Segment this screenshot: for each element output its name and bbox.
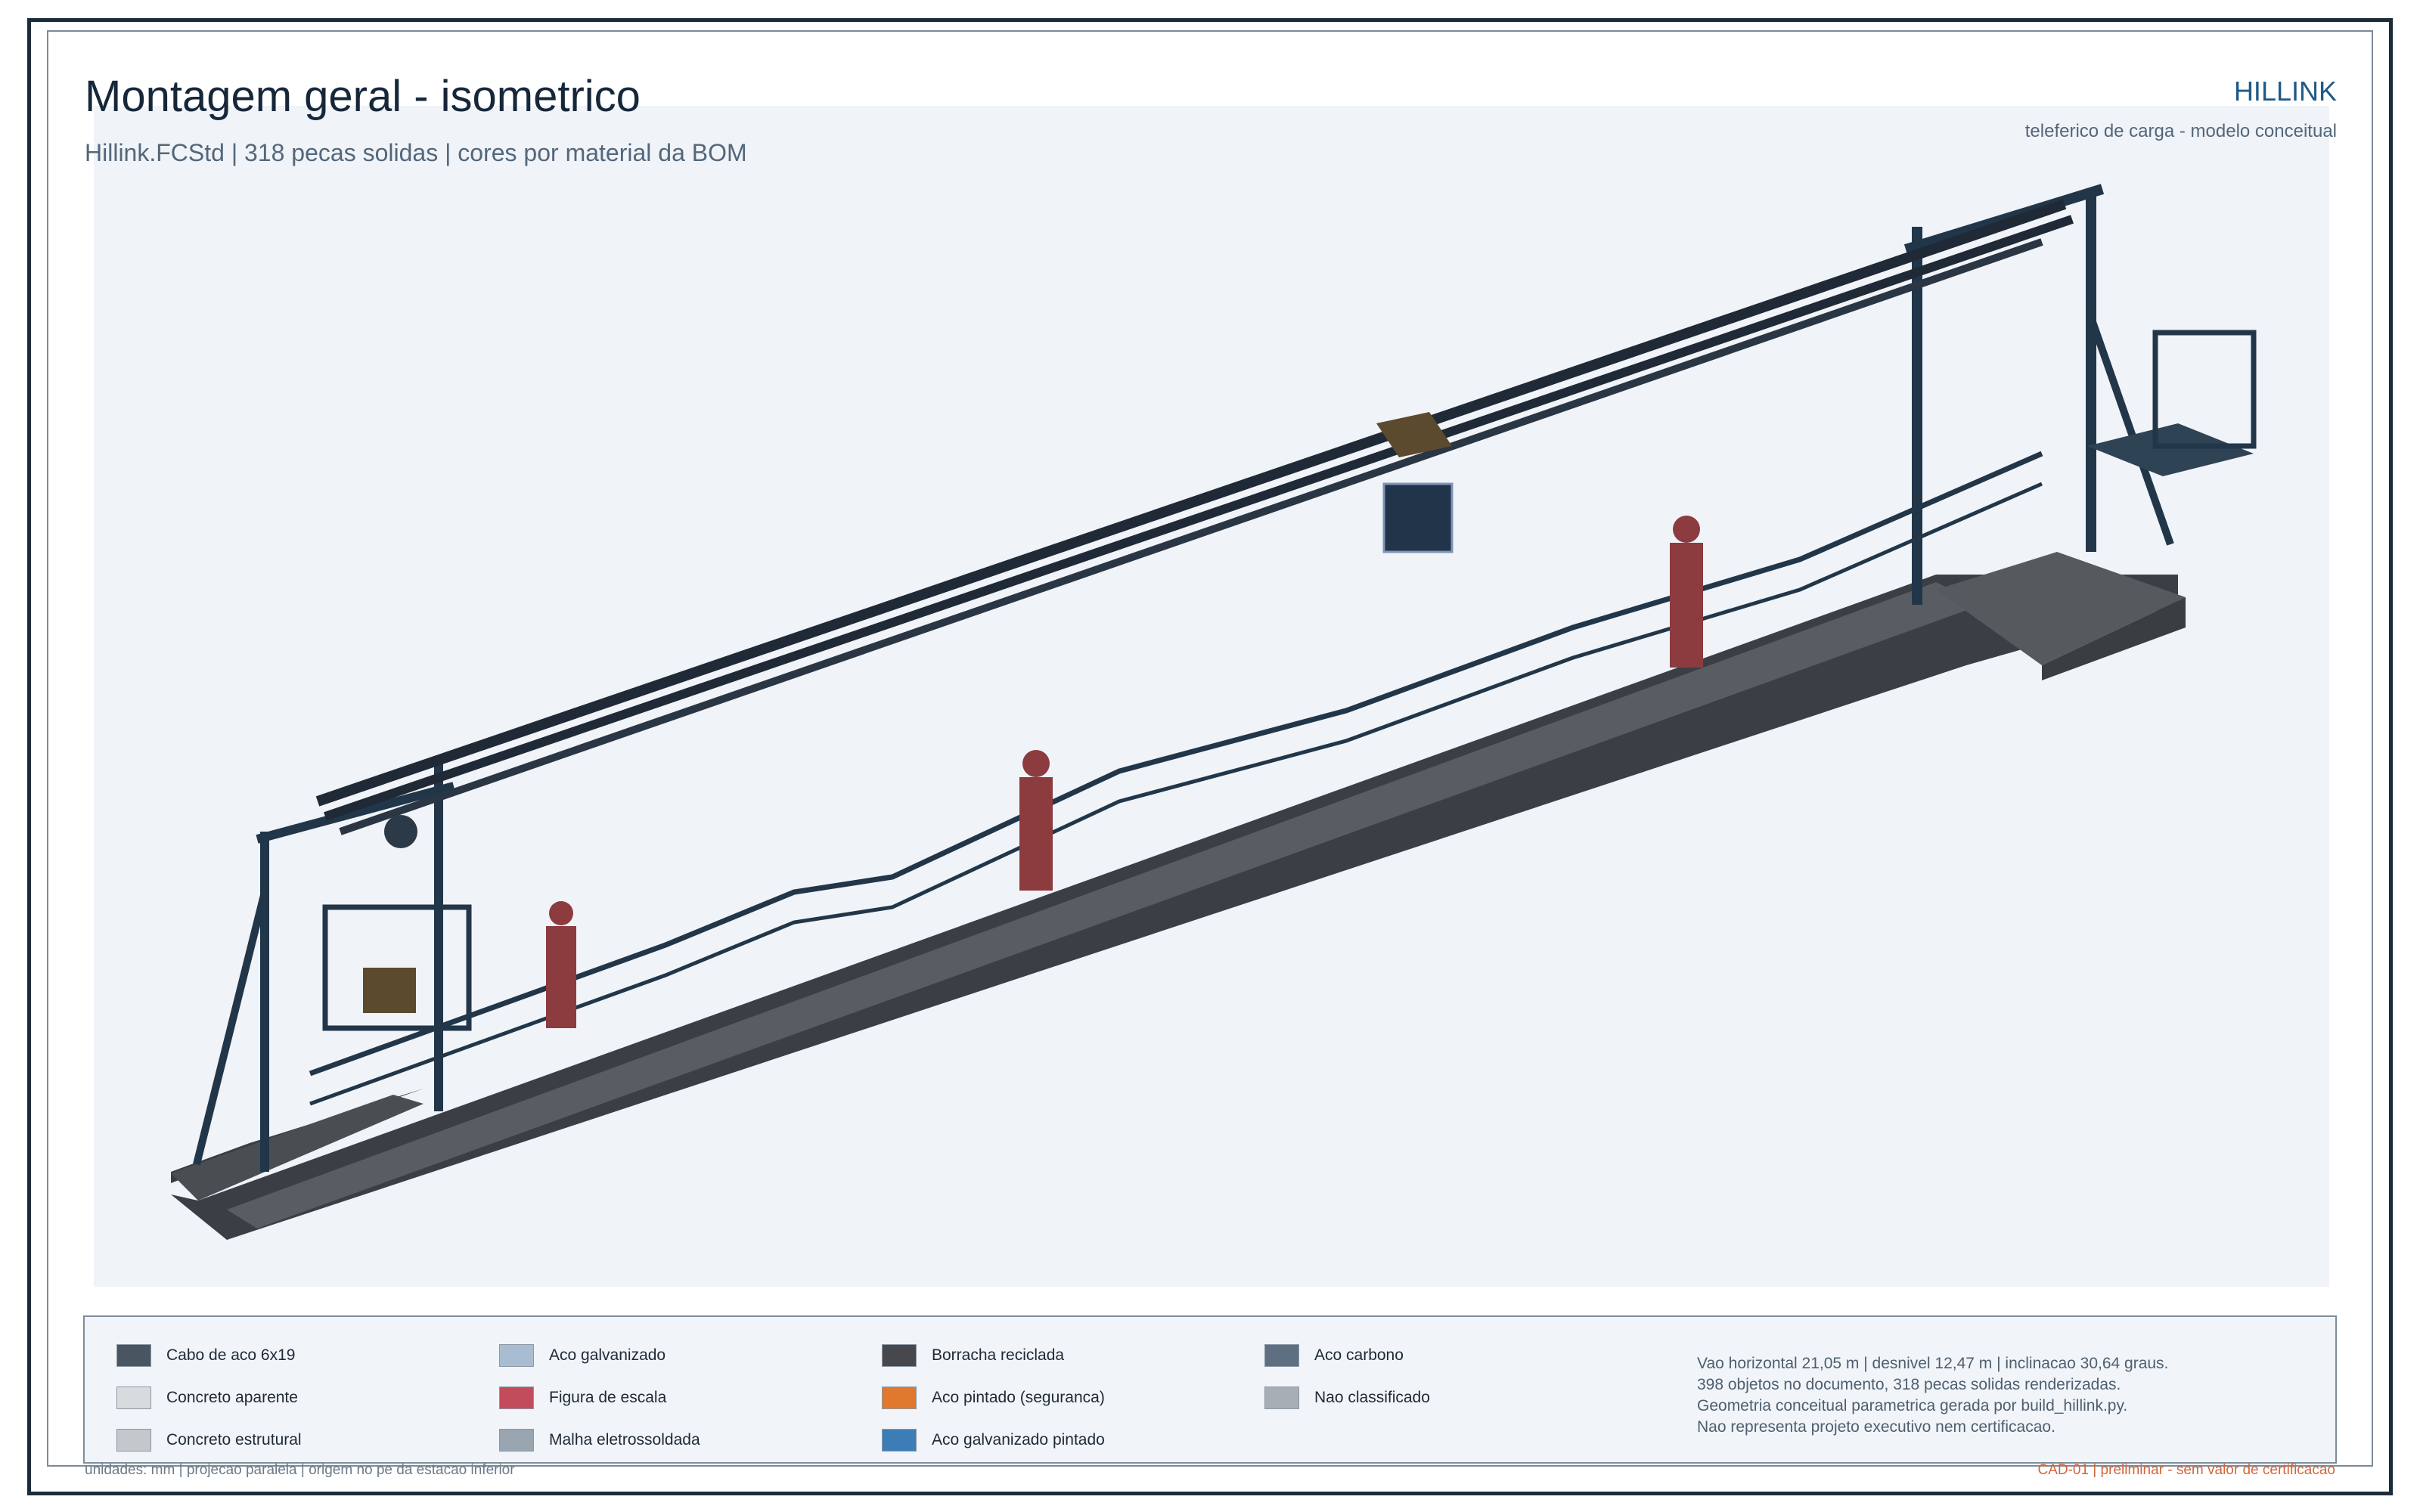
legend-item: Aco pintado (seguranca) — [882, 1385, 1105, 1411]
sheet-subtitle: Hillink.FCStd | 318 pecas solidas | core… — [85, 139, 747, 166]
legend-item: Concreto estrutural — [116, 1427, 302, 1453]
upper-station-slab-side — [2042, 597, 2186, 680]
legend-swatch — [1264, 1387, 1299, 1409]
legend-label: Aco galvanizado pintado — [932, 1431, 1105, 1448]
legend-item: Aco carbono — [1264, 1343, 1404, 1368]
lower-sheave — [384, 815, 417, 848]
handrail-mid — [309, 482, 2043, 1106]
legend-swatch — [499, 1387, 534, 1409]
lower-station-slab-top — [171, 1095, 424, 1201]
scale-figure-2 — [1019, 750, 1053, 891]
legend-swatch — [116, 1344, 151, 1367]
note-line: Nao representa projeto executivo nem cer… — [1697, 1418, 2055, 1436]
legend-item: Malha eletrossoldada — [499, 1427, 700, 1453]
material-legend: Cabo de aco 6x19 Concreto aparente Concr… — [83, 1315, 2337, 1464]
legend-label: Concreto aparente — [166, 1389, 298, 1406]
brand-name: HILLINK — [2233, 76, 2337, 107]
isometric-viewport[interactable] — [94, 106, 2329, 1287]
legend-label: Malha eletrossoldada — [549, 1431, 700, 1448]
note-line: Vao horizontal 21,05 m | desnivel 12,47 … — [1697, 1355, 2169, 1372]
brand-subtitle: teleferico de carga - modelo conceitual — [2024, 121, 2337, 141]
legend-label: Aco pintado (seguranca) — [932, 1389, 1105, 1406]
upper-operator-platform — [2087, 423, 2254, 476]
legend-label: Borracha reciclada — [932, 1346, 1065, 1364]
note-line: Geometria conceitual parametrica gerada … — [1697, 1397, 2128, 1414]
carriage-trolley — [1376, 412, 1452, 457]
legend-label: Aco galvanizado — [549, 1346, 666, 1364]
footer-units: unidades: mm | projecao paralela | orige… — [85, 1462, 515, 1478]
legend-notes: Vao horizontal 21,05 m | desnivel 12,47 … — [1697, 1353, 2168, 1438]
upper-station-slab — [1936, 552, 2186, 665]
legend-label: Aco carbono — [1314, 1346, 1404, 1364]
track-cable — [339, 238, 2043, 835]
winch-housing — [363, 968, 416, 1013]
scale-figure-3 — [1670, 516, 1703, 668]
sheet-outer-frame — [27, 18, 2393, 1495]
scale-figure-1 — [546, 901, 576, 1028]
upper-mast-brace — [2087, 316, 2174, 546]
stair-deck-top — [227, 582, 1981, 1228]
haul-cable-1 — [315, 199, 2067, 807]
legend-swatch — [882, 1429, 917, 1452]
legend-label: Figura de escala — [549, 1389, 667, 1406]
legend-item: Nao classificado — [1264, 1385, 1430, 1411]
cargo-basket — [1382, 482, 1454, 553]
upper-platform-rail — [2152, 330, 2257, 449]
legend-swatch — [499, 1344, 534, 1367]
lower-operator-platform — [322, 904, 472, 1031]
legend-swatch — [882, 1344, 917, 1367]
legend-label: Cabo de aco 6x19 — [166, 1346, 296, 1364]
handrail-top — [309, 451, 2043, 1077]
legend-item: Aco galvanizado pintado — [882, 1427, 1105, 1453]
legend-swatch — [116, 1387, 151, 1409]
cable-car-model — [171, 184, 2257, 1240]
legend-swatch — [1264, 1344, 1299, 1367]
legend-item: Cabo de aco 6x19 — [116, 1343, 295, 1368]
legend-item: Figura de escala — [499, 1385, 666, 1411]
sheet-title: Montagem geral - isometrico — [85, 72, 641, 121]
lower-mast-brace — [193, 891, 268, 1166]
sheet-inner-frame — [47, 30, 2373, 1467]
legend-label: Concreto estrutural — [166, 1431, 302, 1448]
legend-swatch — [882, 1387, 917, 1409]
note-line: 398 objetos no documento, 318 pecas soli… — [1697, 1376, 2121, 1393]
legend-swatch — [499, 1429, 534, 1452]
legend-label: Nao classificado — [1314, 1389, 1430, 1406]
lower-crossbeam — [256, 782, 455, 844]
footer-revision: CAD-01 | preliminar - sem valor de certi… — [2037, 1462, 2335, 1478]
haul-cable-2 — [324, 215, 2074, 821]
legend-item: Borracha reciclada — [882, 1343, 1064, 1368]
legend-item: Concreto aparente — [116, 1385, 298, 1411]
legend-item: Aco galvanizado — [499, 1343, 666, 1368]
legend-swatch — [116, 1429, 151, 1452]
